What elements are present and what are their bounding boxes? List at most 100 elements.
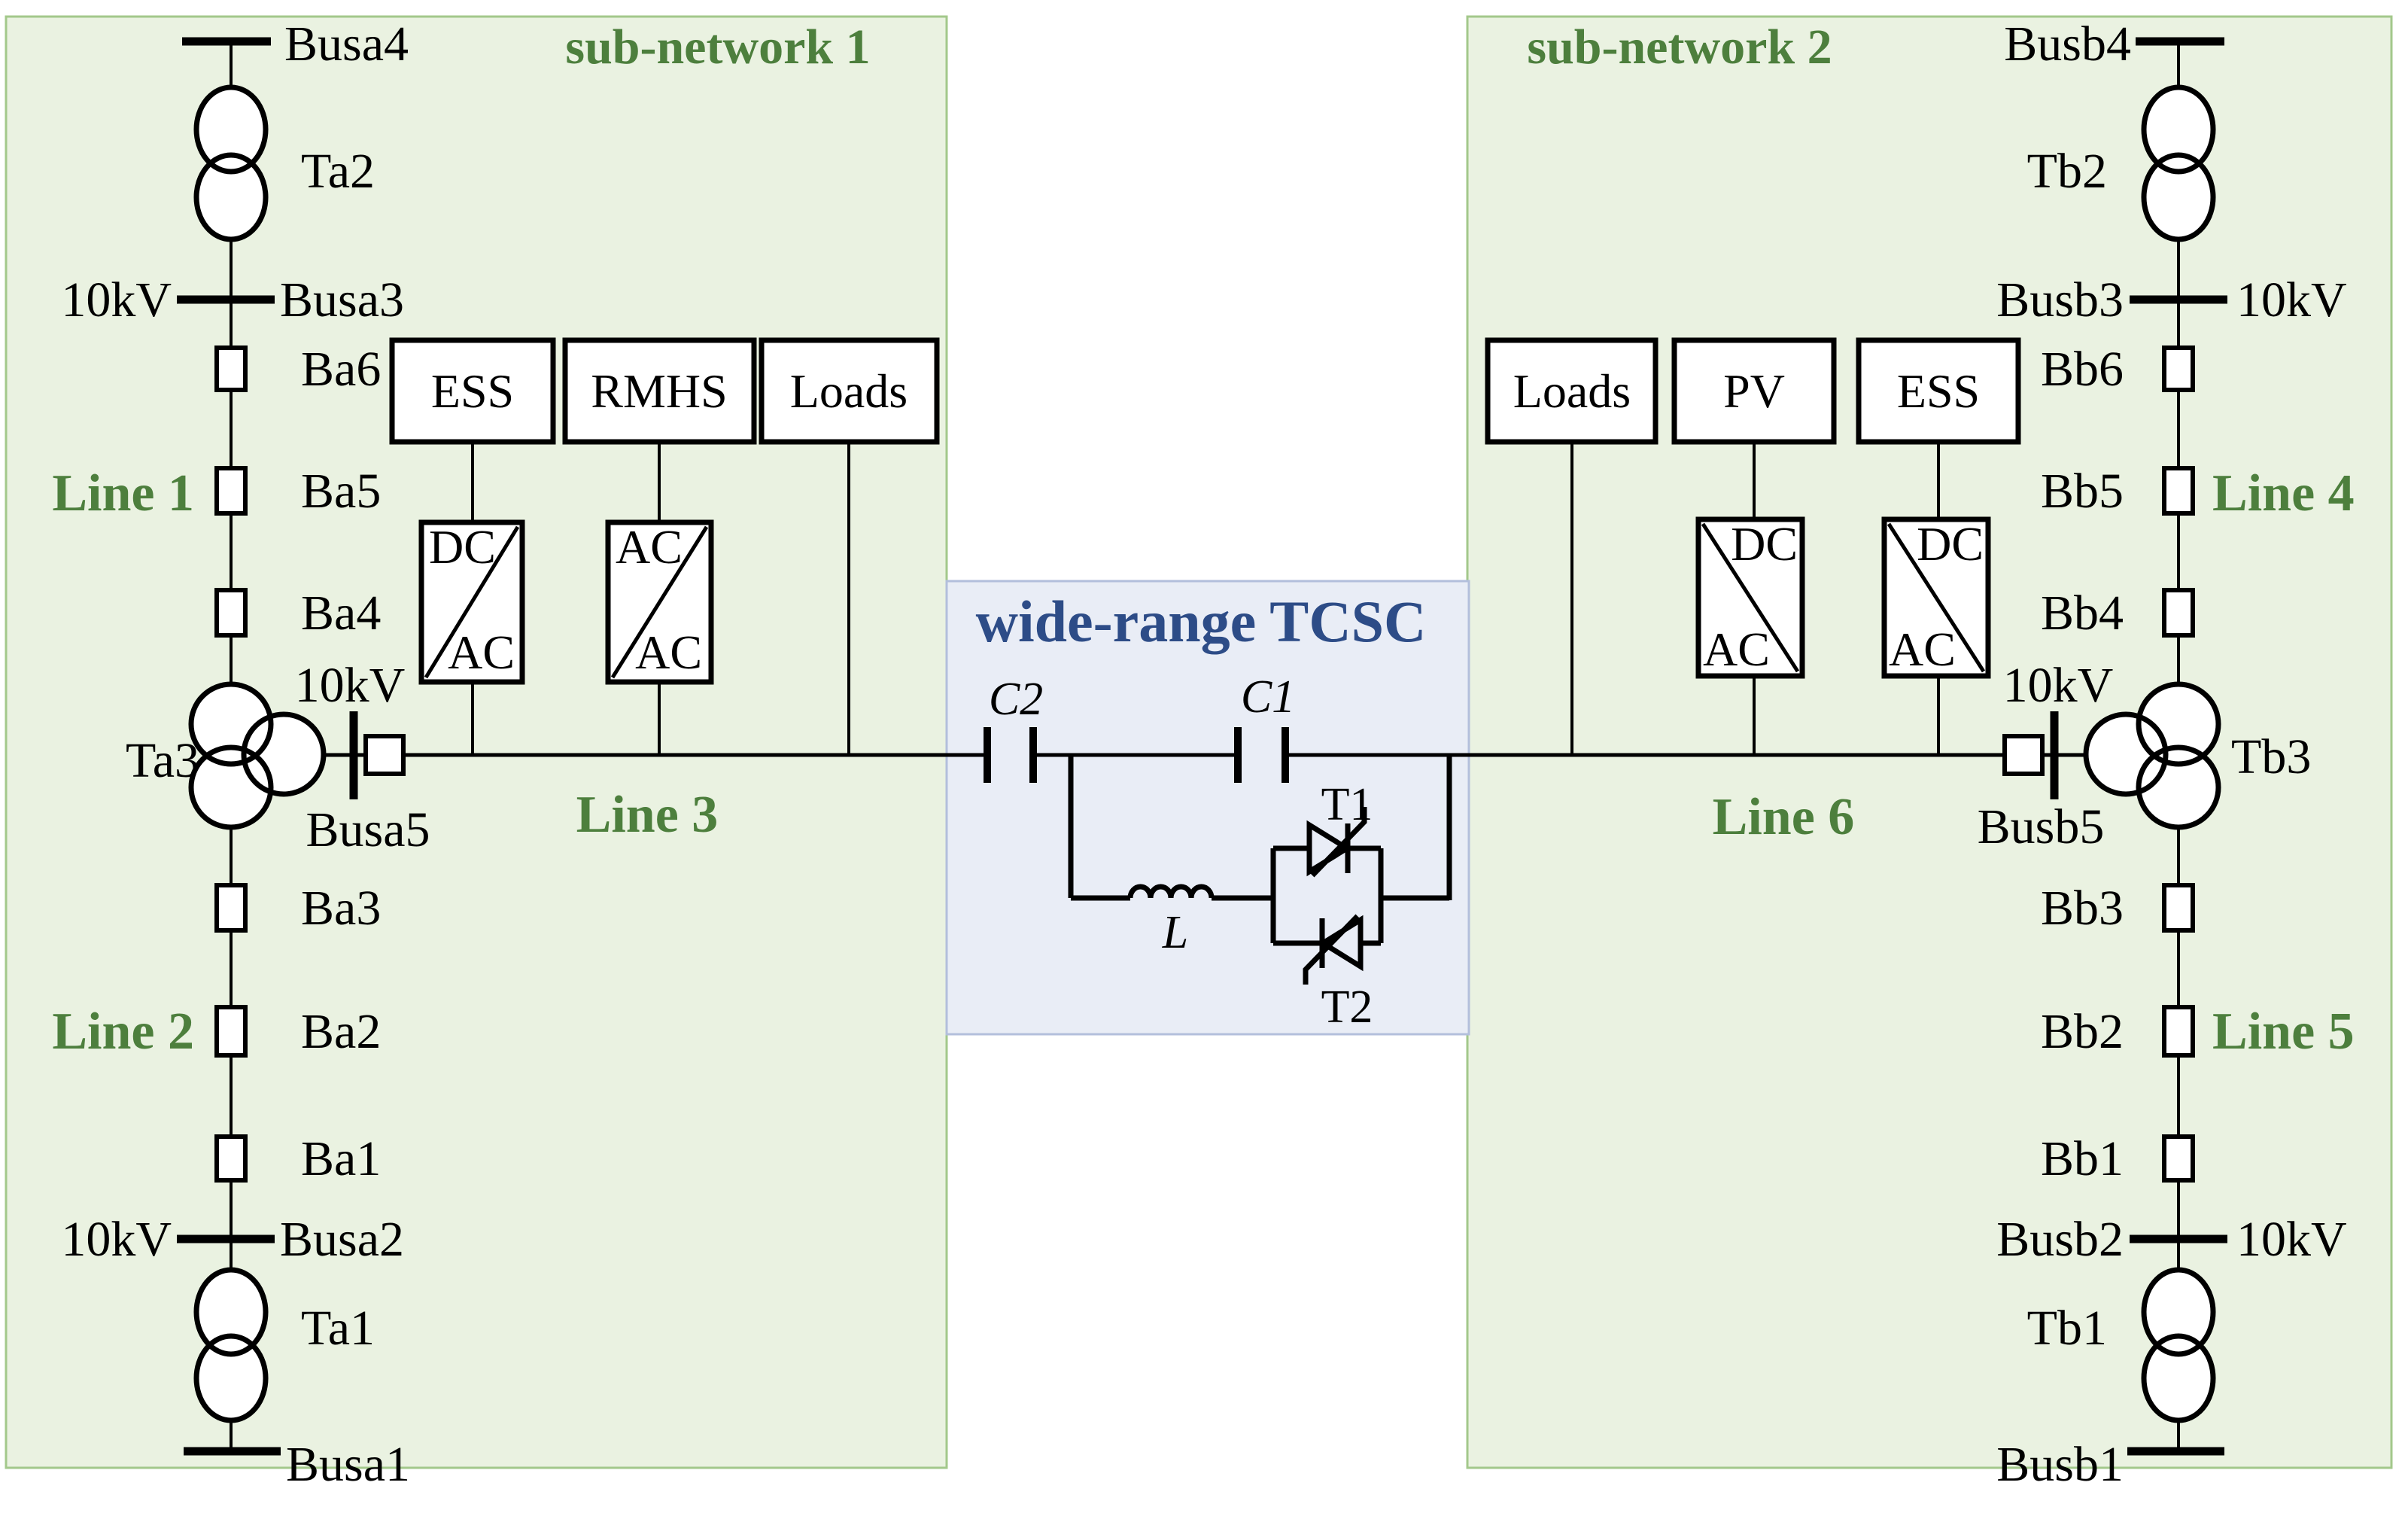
busb5-voltage-label: 10kV: [2003, 658, 2114, 713]
breaker-ba4: [214, 588, 248, 638]
breaker-bb4: [2162, 588, 2195, 638]
thyristor-loop: [1270, 845, 1384, 946]
thyristor-t1: [1306, 807, 1367, 878]
breaker-bb1: [2162, 1134, 2195, 1183]
pv-converter-bottom-label: AC: [1703, 622, 1770, 676]
bb4-label: Bb4: [2041, 586, 2124, 641]
busa5-label: Busa5: [306, 802, 430, 857]
c2-label: C2: [989, 674, 1043, 725]
busa5-voltage-label: 10kV: [295, 658, 406, 713]
ess-converter-bottom-label: AC: [1889, 622, 1956, 676]
busa4-label: Busa4: [284, 17, 409, 72]
rmhs-box: [562, 337, 757, 445]
transformer-ta2: [193, 84, 269, 242]
t1-label: T1: [1321, 779, 1373, 830]
ba3-label: Ba3: [301, 881, 381, 936]
rmhs-label: RMHS: [591, 364, 727, 418]
ess-box-right: [1856, 337, 2021, 445]
bb1-label: Bb1: [2041, 1131, 2124, 1186]
dc-ac-converter-pv: [1695, 516, 1805, 679]
subnetwork2-title: sub-network 2: [1527, 20, 1832, 75]
dcac-left-top-label: DC: [429, 520, 496, 574]
breaker-ba5: [214, 466, 248, 516]
loads-box-left: [759, 337, 940, 445]
ess-label-right: ESS: [1897, 364, 1980, 418]
breaker-busb5: [2002, 734, 2045, 776]
transformer-tb1: [2141, 1267, 2216, 1423]
busb2-voltage-label: 10kV: [2236, 1212, 2347, 1267]
inductor-coil: [1127, 884, 1215, 899]
transformer-tb3: [2083, 681, 2221, 830]
ba5-label: Ba5: [301, 464, 381, 519]
busb2-label: Busb2: [1996, 1212, 2124, 1267]
ba2-label: Ba2: [301, 1004, 381, 1059]
transformer-ta1: [193, 1267, 269, 1423]
breaker-bb3: [2162, 883, 2195, 933]
busb1-label: Busb1: [1996, 1437, 2124, 1492]
dcac-left-bottom-label: AC: [448, 626, 515, 679]
ess-label-left: ESS: [431, 364, 514, 418]
thyristor-t2: [1303, 914, 1364, 985]
subnetwork2: [1485, 37, 2227, 1456]
tcsc-region: [945, 580, 1470, 1036]
loads-label-left: Loads: [790, 364, 908, 418]
tcsc: [984, 727, 1452, 985]
ess-converter-top-label: DC: [1917, 517, 1984, 571]
t2-label: T2: [1321, 982, 1373, 1033]
busa3-voltage-label: 10kV: [61, 272, 172, 327]
acac-bottom-label: AC: [635, 626, 702, 679]
busa2-label: Busa2: [280, 1212, 404, 1267]
line1-label: Line 1: [52, 464, 194, 522]
pv-box: [1671, 337, 1837, 445]
line5-label: Line 5: [2212, 1003, 2355, 1061]
tb2-label: Tb2: [2027, 144, 2107, 199]
capacitor-c1: [1234, 727, 1289, 783]
line3-label: Line 3: [576, 786, 719, 844]
breaker-ba1: [214, 1134, 248, 1183]
transformer-tb2: [2141, 84, 2216, 242]
breaker-ba6: [214, 345, 248, 392]
bb3-label: Bb3: [2041, 881, 2124, 936]
subnetwork1-region: [5, 15, 948, 1469]
tb3-label: Tb3: [2231, 729, 2311, 784]
line2-label: Line 2: [52, 1003, 194, 1061]
ta3-label: Ta3: [126, 733, 199, 788]
ac-ac-converter: [605, 519, 714, 685]
bb6-label: Bb6: [2041, 342, 2124, 397]
subnetwork2-region: [1466, 15, 2393, 1469]
breaker-bb5: [2162, 466, 2195, 516]
dc-ac-converter-ess: [1881, 516, 1991, 679]
pv-label: PV: [1723, 364, 1785, 418]
tcsc-title: wide-range TCSC: [976, 589, 1427, 654]
transformer-ta3: [188, 681, 327, 830]
breaker-bb2: [2162, 1005, 2195, 1058]
line4-label: Line 4: [2212, 464, 2355, 522]
line6-label: Line 6: [1713, 788, 1855, 846]
busa2-voltage-label: 10kV: [61, 1212, 172, 1267]
loads-box-right: [1485, 337, 1659, 445]
breaker-ba3: [214, 883, 248, 933]
busb3-voltage-label: 10kV: [2236, 272, 2347, 327]
busb4-label: Busb4: [2004, 17, 2131, 72]
capacitor-c2: [984, 727, 1037, 783]
busb5-label: Busb5: [1978, 799, 2105, 854]
dc-ac-converter-left: [418, 519, 525, 685]
ta1-label: Ta1: [301, 1301, 375, 1356]
loads-label-right: Loads: [1513, 364, 1631, 418]
subnetwork1-title: sub-network 1: [565, 20, 870, 75]
ta2-label: Ta2: [301, 144, 375, 199]
busa1-label: Busa1: [286, 1437, 410, 1492]
pv-converter-top-label: DC: [1731, 517, 1798, 571]
acac-top-label: AC: [616, 520, 683, 574]
ba4-label: Ba4: [301, 586, 381, 641]
busa3-label: Busa3: [280, 272, 404, 327]
ba6-label: Ba6: [301, 342, 381, 397]
breaker-bb6: [2162, 345, 2195, 392]
bb2-label: Bb2: [2041, 1004, 2124, 1059]
tie-line: [324, 734, 2086, 776]
ba1-label: Ba1: [301, 1131, 381, 1186]
c1-label: C1: [1241, 671, 1295, 723]
busb3-label: Busb3: [1996, 272, 2124, 327]
bb5-label: Bb5: [2041, 464, 2124, 519]
